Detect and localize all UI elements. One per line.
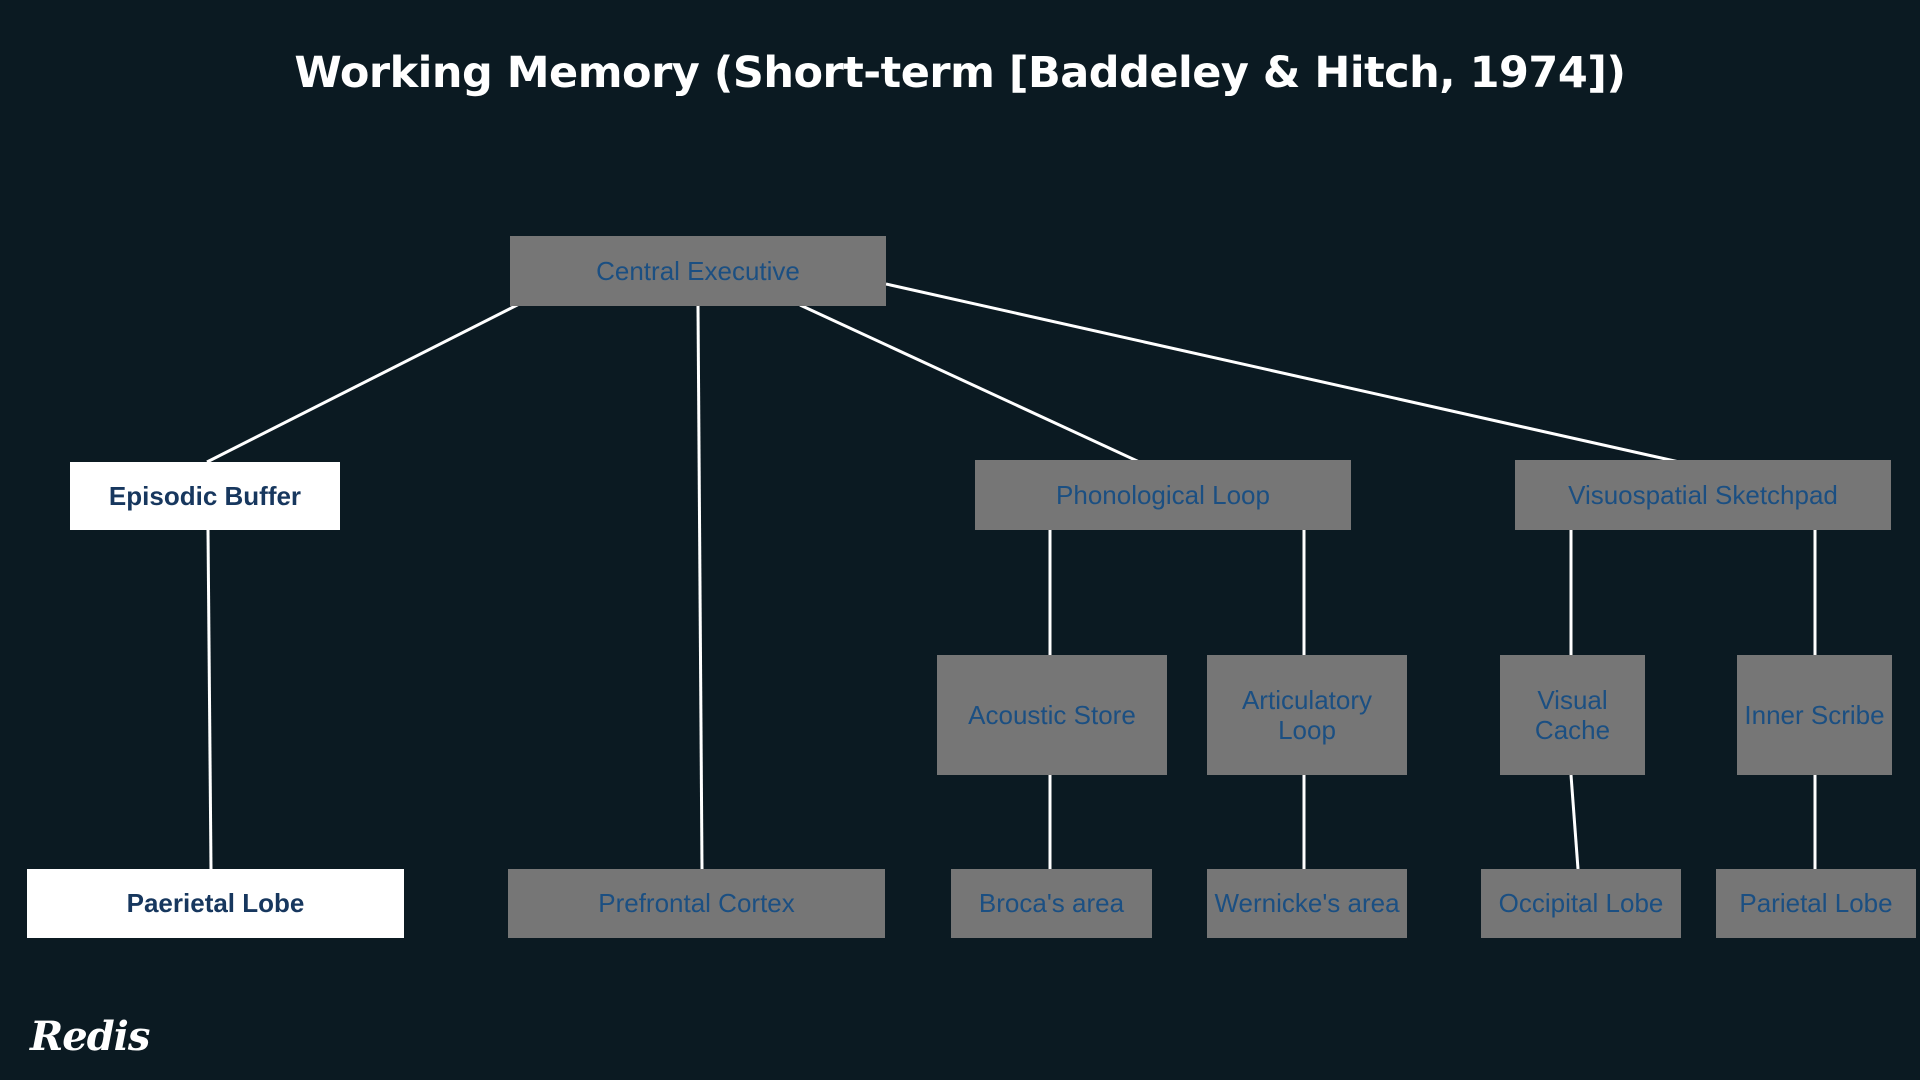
node-label: Episodic Buffer bbox=[108, 480, 302, 511]
redis-logo: Redis bbox=[30, 1013, 150, 1060]
node-acoustic-store[interactable]: Acoustic Store bbox=[937, 655, 1167, 775]
node-phonological-loop[interactable]: Phonological Loop bbox=[975, 460, 1351, 530]
connector-central-executive-to-prefrontal-cortex bbox=[696, 305, 704, 870]
node-brocas-area[interactable]: Broca's area bbox=[951, 869, 1152, 938]
node-label: Parietal Lobe bbox=[1739, 888, 1893, 919]
node-label: Wernicke's area bbox=[1214, 888, 1400, 919]
connector-episodic-buffer-to-paerietal-lobe bbox=[206, 529, 213, 870]
node-visual-cache[interactable]: Visual Cache bbox=[1500, 655, 1645, 775]
node-label: Acoustic Store bbox=[968, 699, 1136, 730]
node-paerietal-lobe[interactable]: Paerietal Lobe bbox=[27, 869, 404, 938]
connector-central-executive-to-episodic-buffer bbox=[206, 296, 532, 464]
connector-central-executive-to-phonological-loop bbox=[799, 303, 1149, 468]
page-title: Working Memory (Short-term [Baddeley & H… bbox=[294, 48, 1626, 98]
connector-visual-cache-to-occipital-lobe bbox=[1569, 774, 1580, 870]
node-occipital-lobe[interactable]: Occipital Lobe bbox=[1481, 869, 1681, 938]
node-visuospatial-sketchpad[interactable]: Visuospatial Sketchpad bbox=[1515, 460, 1891, 530]
node-label: Visual Cache bbox=[1534, 684, 1611, 745]
node-label: Visuospatial Sketchpad bbox=[1568, 479, 1838, 510]
node-label: Inner Scribe bbox=[1744, 699, 1885, 730]
node-label: Articulatory Loop bbox=[1241, 684, 1373, 745]
node-wernickes-area[interactable]: Wernicke's area bbox=[1207, 869, 1407, 938]
node-label: Phonological Loop bbox=[1056, 479, 1270, 510]
node-label: Prefrontal Cortex bbox=[598, 888, 795, 919]
node-articulatory-loop[interactable]: Articulatory Loop bbox=[1207, 655, 1407, 775]
node-label: Paerietal Lobe bbox=[126, 888, 305, 919]
node-parietal-lobe[interactable]: Parietal Lobe bbox=[1716, 869, 1916, 938]
node-label: Occipital Lobe bbox=[1498, 888, 1664, 919]
node-central-executive[interactable]: Central Executive bbox=[510, 236, 886, 306]
node-prefrontal-cortex[interactable]: Prefrontal Cortex bbox=[508, 869, 885, 938]
connector-central-executive-to-visuospatial-sketchpad bbox=[885, 282, 1698, 468]
node-label: Central Executive bbox=[596, 255, 800, 286]
node-label: Broca's area bbox=[978, 888, 1125, 919]
node-episodic-buffer[interactable]: Episodic Buffer bbox=[70, 462, 340, 530]
node-inner-scribe[interactable]: Inner Scribe bbox=[1737, 655, 1892, 775]
